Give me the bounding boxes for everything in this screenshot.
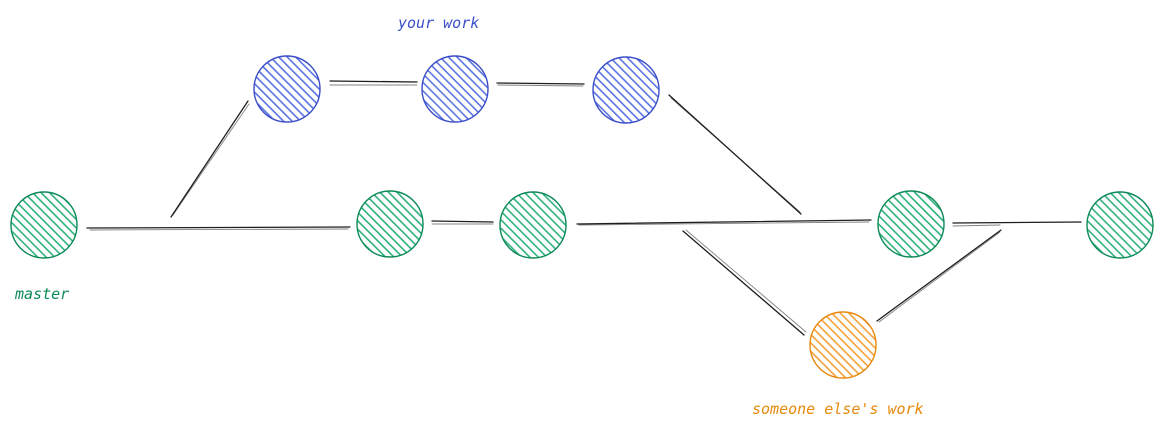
your-work-commits: [253, 55, 660, 124]
edge-m3-m4-ghost: [578, 221, 870, 226]
label-your-work: your work: [397, 14, 479, 32]
label-someone-else: someone else's work: [752, 400, 924, 418]
commit-node-s1: [809, 311, 877, 379]
edge-m3-s1-ghost: [685, 229, 807, 333]
edge-m4-m5-ghost: [952, 224, 1001, 227]
commit-node-y1: [253, 55, 321, 123]
commit-node-m2: [356, 190, 424, 258]
master-commits: [10, 190, 1154, 259]
edge-s1-m5: [876, 229, 1002, 322]
edge-y3-m4-ghost: [670, 97, 801, 213]
commit-node-y3: [592, 56, 660, 124]
commit-node-y2: [421, 55, 489, 123]
commit-node-m5: [1086, 191, 1154, 259]
edges: [86, 80, 1082, 336]
edge-y2-y3-ghost: [497, 84, 584, 87]
edge-m3-m4: [576, 219, 872, 225]
someone-else-commits: [809, 311, 877, 379]
edge-m1-m2-ghost: [89, 228, 349, 231]
commit-node-m4: [877, 190, 945, 258]
edge-y1-y2: [329, 80, 418, 83]
edge-s1-m5-ghost: [878, 231, 1001, 323]
edge-m1-y1-ghost: [172, 103, 250, 216]
edge-y2-y3: [496, 82, 585, 85]
edge-m3-s1: [682, 230, 805, 336]
commit-node-m3: [499, 191, 567, 259]
commit-node-m1: [10, 191, 78, 259]
edge-m1-m2: [86, 226, 351, 229]
label-master: master: [14, 285, 69, 303]
edge-m2-m3: [431, 220, 494, 223]
edge-m1-y1: [170, 100, 249, 218]
edge-m4-m5: [952, 221, 1082, 224]
